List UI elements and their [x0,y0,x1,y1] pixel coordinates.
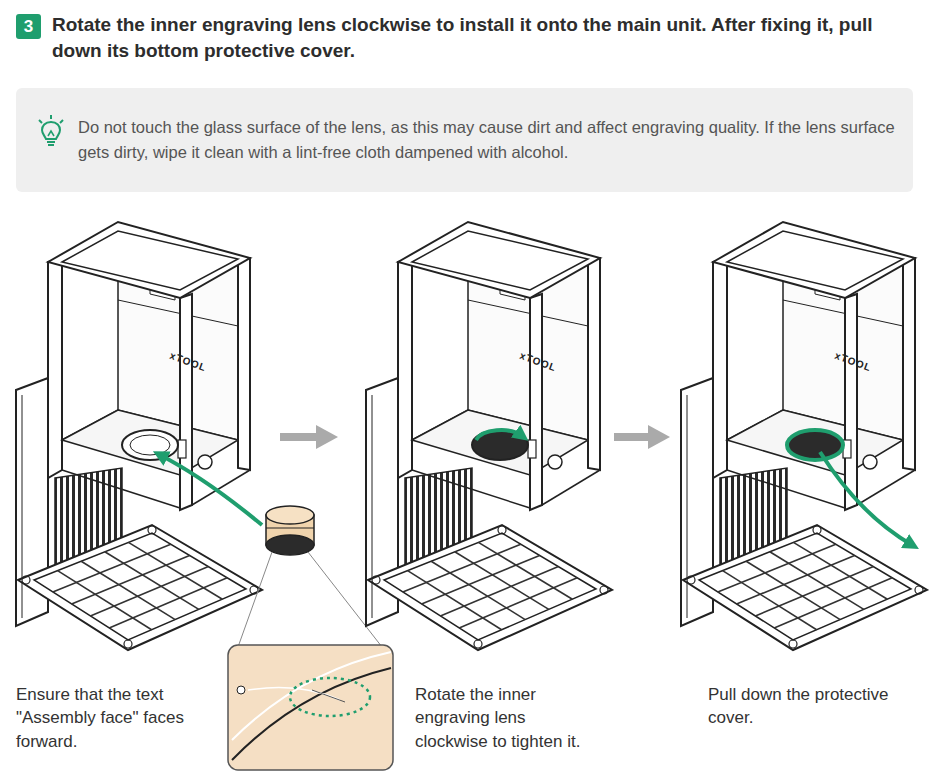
lens-installed [472,430,528,460]
lens-socket [122,430,178,460]
lens-socket [130,435,170,455]
step-title: Rotate the inner engraving lens clockwis… [52,12,922,64]
step-3-figure [681,222,927,650]
lens-installed [787,430,843,460]
detail-inset [228,645,393,770]
pull-arrow [820,452,912,545]
step-2-figure [366,222,612,650]
tip-text: Do not touch the glass surface of the le… [78,115,895,165]
step-number: 3 [16,14,41,39]
tip-box: Do not touch the glass surface of the le… [16,88,913,192]
machine [366,222,612,650]
lens-part [266,506,314,555]
machine [681,222,927,650]
tip-icon [36,114,66,150]
step-number-text: 3 [16,18,41,35]
step-arrow [280,425,338,449]
leader-line [238,552,272,647]
machine [16,222,262,650]
step-caption: Rotate the inner engraving lens clockwis… [415,683,590,753]
rotate-arrow [476,430,522,440]
step-arrow [614,425,670,449]
step-caption: Pull down the protective cover. [708,683,908,730]
step-1-figure [16,222,393,770]
step-caption: Ensure that the text "Assembly face" fac… [16,683,221,753]
install-arrow [160,455,262,525]
